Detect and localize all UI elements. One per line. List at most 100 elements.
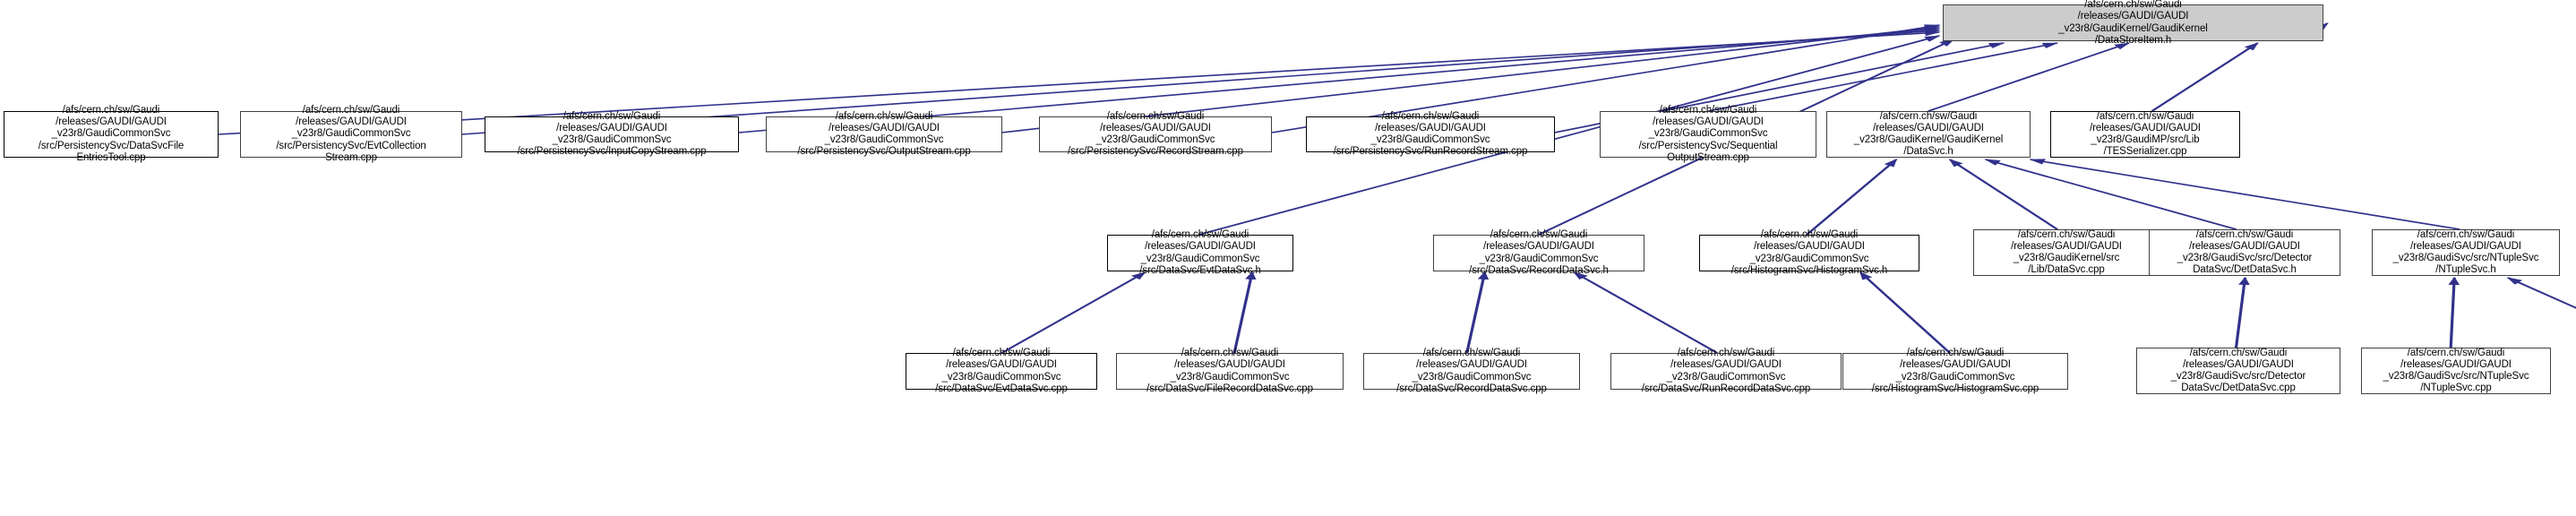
node-label-line: _v23r8/GaudiKernel/src (2013, 253, 2120, 263)
node-label-line: /afs/cern.ch/sw/Gaudi (302, 105, 400, 116)
node-label-line: /afs/cern.ch/sw/Gaudi (1151, 229, 1249, 241)
node-label-line: /NTupleSvc.cpp (2420, 383, 2492, 394)
node-label-line: /releases/GAUDI/GAUDI (1900, 359, 2011, 371)
node-label-line: /releases/GAUDI/GAUDI (2400, 358, 2512, 370)
node-label-line: /src/DataSvc/RunRecordDataSvc.cpp (1641, 383, 1811, 394)
node-label-line: _v23r8/GaudiCommonSvc (941, 371, 1061, 383)
node-evtdatasvc-h[interactable]: /afs/cern.ch/sw/Gaudi/releases/GAUDI/GAU… (1107, 229, 1293, 276)
node-label-line: /afs/cern.ch/sw/Gaudi (2096, 110, 2194, 122)
node-label-line: /releases/GAUDI/GAUDI (2183, 358, 2294, 370)
node-label-line: /afs/cern.ch/sw/Gaudi (1760, 229, 1859, 241)
node-label-line: /NTupleSvc.h (2435, 264, 2496, 276)
node-label-line: /releases/GAUDI/GAUDI (2077, 11, 2189, 22)
node-label-line: _v23r8/GaudiCommonSvc (1648, 128, 1768, 140)
node-ntuplesvc-cpp[interactable]: /afs/cern.ch/sw/Gaudi/releases/GAUDI/GAU… (2361, 348, 2551, 394)
node-label-line: /afs/cern.ch/sw/Gaudi (562, 110, 661, 122)
node-inputcopystream-cpp[interactable]: /afs/cern.ch/sw/Gaudi/releases/GAUDI/GAU… (485, 111, 739, 157)
node-label-line: Stream.cpp (325, 151, 377, 163)
node-evtcollectionstream-cpp[interactable]: /afs/cern.ch/sw/Gaudi/releases/GAUDI/GAU… (240, 105, 462, 163)
node-outputstream-cpp[interactable]: /afs/cern.ch/sw/Gaudi/releases/GAUDI/GAU… (766, 111, 1002, 157)
node-label-line: /afs/cern.ch/sw/Gaudi (2189, 347, 2288, 358)
node-evtdatasvc-cpp[interactable]: /afs/cern.ch/sw/Gaudi/releases/GAUDI/GAU… (906, 348, 1097, 394)
node-label-line: /afs/cern.ch/sw/Gaudi (1422, 348, 1521, 359)
node-label-line: /releases/GAUDI/GAUDI (1100, 122, 1211, 133)
node-label-line: /releases/GAUDI/GAUDI (2090, 122, 2201, 133)
node-detdatasvc-h[interactable]: /afs/cern.ch/sw/Gaudi/releases/GAUDI/GAU… (2149, 229, 2340, 276)
node-label-line: /src/HistogramSvc/HistogramSvc.h (1730, 264, 1888, 276)
node-ntuplesvc-h[interactable]: /afs/cern.ch/sw/Gaudi/releases/GAUDI/GAU… (2372, 229, 2560, 276)
node-label-line: /afs/cern.ch/sw/Gaudi (1677, 348, 1775, 359)
node-label-line: /src/PersistencySvc/RecordStream.cpp (1068, 146, 1243, 158)
node-label-line: /releases/GAUDI/GAUDI (1174, 359, 1285, 371)
node-label-line: DataSvc/DetDataSvc.h (2193, 264, 2297, 276)
node-recorddatasvc-h[interactable]: /afs/cern.ch/sw/Gaudi/releases/GAUDI/GAU… (1433, 229, 1644, 276)
node-label-line: /afs/cern.ch/sw/Gaudi (1106, 110, 1205, 122)
node-label-line: /afs/cern.ch/sw/Gaudi (1659, 105, 1757, 116)
node-label-line: _v23r8/GaudiCommonSvc (1095, 134, 1215, 145)
node-datastoreitem-h[interactable]: /afs/cern.ch/sw/Gaudi/releases/GAUDI/GAU… (1943, 0, 2323, 46)
node-label-line: /releases/GAUDI/GAUDI (1653, 116, 1764, 128)
node-label-line: /releases/GAUDI/GAUDI (2189, 240, 2300, 252)
node-label-line: /src/PersistencySvc/RunRecordStream.cpp (1333, 146, 1528, 158)
node-label-line: /src/DataSvc/EvtDataSvc.h (1139, 264, 1261, 276)
node-label-line: /releases/GAUDI/GAUDI (1145, 241, 1256, 253)
node-label-line: /afs/cern.ch/sw/Gaudi (2407, 347, 2505, 358)
node-label-line: _v23r8/GaudiSvc/src/Detector (2170, 371, 2306, 382)
node-label-line: /releases/GAUDI/GAUDI (1375, 122, 1486, 133)
node-label-line: _v23r8/GaudiCommonSvc (1370, 134, 1490, 145)
node-label-line: /afs/cern.ch/sw/Gaudi (952, 348, 1051, 359)
node-label-line: /releases/GAUDI/GAUDI (56, 116, 167, 128)
node-label-line: _v23r8/GaudiCommonSvc (291, 128, 411, 140)
node-histogramsvc-cpp[interactable]: /afs/cern.ch/sw/Gaudi/releases/GAUDI/GAU… (1842, 348, 2068, 394)
node-label-line: _v23r8/GaudiKernel/GaudiKernel (1853, 134, 2004, 145)
node-label-line: /afs/cern.ch/sw/Gaudi (1906, 348, 2005, 359)
node-recordstream-cpp[interactable]: /afs/cern.ch/sw/Gaudi/releases/GAUDI/GAU… (1039, 111, 1272, 157)
node-sequentialoutputstream-cpp[interactable]: /afs/cern.ch/sw/Gaudi/releases/GAUDI/GAU… (1600, 105, 1816, 163)
node-label-line: _v23r8/GaudiCommonSvc (1140, 253, 1260, 264)
node-label-line: /releases/GAUDI/GAUDI (829, 122, 940, 133)
node-label-line: /src/DataSvc/RecordDataSvc.cpp (1396, 383, 1547, 394)
node-label-line: /DataStoreItem.h (2094, 34, 2172, 46)
node-label-line: /releases/GAUDI/GAUDI (556, 122, 667, 133)
node-label-line: _v23r8/GaudiMP/src/Lib (2091, 134, 2200, 145)
node-label-line: /afs/cern.ch/sw/Gaudi (2017, 228, 2116, 240)
node-label-line: /releases/GAUDI/GAUDI (296, 116, 407, 128)
node-datasvc-h[interactable]: /afs/cern.ch/sw/Gaudi/releases/GAUDI/GAU… (1826, 111, 2031, 158)
node-runrecordstream-cpp[interactable]: /afs/cern.ch/sw/Gaudi/releases/GAUDI/GAU… (1306, 111, 1555, 157)
node-label-line: /src/HistogramSvc/HistogramSvc.cpp (1871, 383, 2039, 394)
node-label-line: /TESSerializer.cpp (2103, 146, 2187, 158)
node-histogramsvc-h[interactable]: /afs/cern.ch/sw/Gaudi/releases/GAUDI/GAU… (1699, 229, 1919, 276)
node-label-line: _v23r8/GaudiCommonSvc (1412, 371, 1532, 383)
node-datasvc-cpp[interactable]: /afs/cern.ch/sw/Gaudi/releases/GAUDI/GAU… (1973, 229, 2160, 276)
node-label-line: /Lib/DataSvc.cpp (2028, 264, 2105, 276)
node-label-line: /afs/cern.ch/sw/Gaudi (835, 110, 933, 122)
node-filerecorddatasvc-cpp[interactable]: /afs/cern.ch/sw/Gaudi/releases/GAUDI/GAU… (1116, 348, 1344, 394)
node-label-line: _v23r8/GaudiCommonSvc (1895, 371, 2015, 383)
node-label-line: /releases/GAUDI/GAUDI (1873, 122, 1984, 133)
node-label-line: /afs/cern.ch/sw/Gaudi (1490, 229, 1588, 241)
node-label-line: _v23r8/GaudiCommonSvc (1479, 253, 1599, 264)
node-detdatasvc-cpp[interactable]: /afs/cern.ch/sw/Gaudi/releases/GAUDI/GAU… (2136, 348, 2340, 394)
node-label-line: /src/DataSvc/FileRecordDataSvc.cpp (1146, 383, 1313, 394)
node-label-line: /releases/GAUDI/GAUDI (1416, 359, 1527, 371)
node-label-line: /releases/GAUDI/GAUDI (1754, 241, 1865, 253)
node-label-line: /releases/GAUDI/GAUDI (1483, 241, 1594, 253)
node-runrecorddatasvc-cpp[interactable]: /afs/cern.ch/sw/Gaudi/releases/GAUDI/GAU… (1610, 348, 1842, 394)
node-label-line: _v23r8/GaudiKernel/GaudiKernel (2058, 22, 2208, 34)
node-label-line: DataSvc/DetDataSvc.cpp (2181, 383, 2296, 394)
node-label-line: EntriesTool.cpp (76, 151, 146, 163)
node-recorddatasvc-cpp[interactable]: /afs/cern.ch/sw/Gaudi/releases/GAUDI/GAU… (1363, 348, 1580, 394)
node-label-line: /afs/cern.ch/sw/Gaudi (62, 105, 160, 116)
node-label-line: _v23r8/GaudiCommonSvc (1749, 253, 1869, 264)
node-tesserializer-cpp[interactable]: /afs/cern.ch/sw/Gaudi/releases/GAUDI/GAU… (2050, 111, 2240, 158)
node-label-line: _v23r8/GaudiCommonSvc (51, 128, 171, 140)
node-label-line: _v23r8/GaudiCommonSvc (1170, 371, 1290, 383)
node-label-line: /src/PersistencySvc/EvtCollection (276, 140, 426, 151)
node-label-line: /afs/cern.ch/sw/Gaudi (1879, 110, 1978, 122)
node-label-line: /afs/cern.ch/sw/Gaudi (2084, 0, 2182, 11)
node-label-line: /src/PersistencySvc/InputCopyStream.cpp (517, 146, 707, 158)
node-label-line: /releases/GAUDI/GAUDI (2011, 240, 2122, 252)
node-datasvcfileentriestool-cpp[interactable]: /afs/cern.ch/sw/Gaudi/releases/GAUDI/GAU… (4, 105, 219, 163)
node-label-line: _v23r8/GaudiSvc/src/Detector (2177, 253, 2313, 263)
